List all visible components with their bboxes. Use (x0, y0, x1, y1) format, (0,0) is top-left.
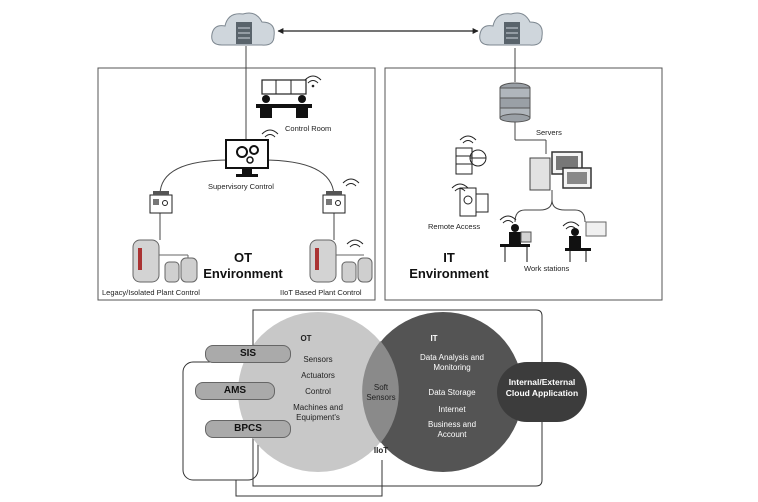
it-item-business: Business and Account (427, 420, 477, 439)
it-item-internet: Internet (438, 405, 466, 414)
ot-item-actuators: Actuators (301, 371, 335, 380)
supervisory-control-label: Supervisory Control (208, 182, 274, 191)
ot-environment-title: OT Environment (198, 250, 288, 282)
servers-icon (499, 82, 531, 123)
ams-pill: AMS (195, 382, 275, 400)
it-cloud-icon (479, 12, 543, 46)
sis-pill: SIS (205, 345, 291, 363)
plc-left-icon (149, 191, 173, 214)
soft-sensors-label: Soft Sensors (366, 383, 396, 402)
it-connectors (514, 48, 586, 223)
iiot-plant-icon (309, 239, 373, 283)
ot-circle-title: OT (300, 334, 312, 343)
cloud-application-shape (497, 362, 587, 422)
legacy-plant-label: Legacy/Isolated Plant Control (102, 288, 200, 297)
ot-item-sensors: Sensors (303, 355, 333, 364)
ot-environment-title-line2: Environment (203, 266, 283, 281)
control-room-label: Control Room (285, 124, 332, 133)
it-circle (363, 312, 523, 472)
ot-item-control: Control (305, 387, 331, 396)
it-environment-title-line2: Environment (409, 266, 489, 281)
control-room-icon (256, 75, 322, 118)
it-item-data-storage: Data Storage (428, 388, 476, 397)
venn-section (182, 309, 587, 497)
iiot-plant-label: IIoT Based Plant Control (280, 288, 362, 297)
ot-environment-title-line1: OT (233, 250, 253, 265)
desktop-computers-icon (529, 151, 592, 191)
legacy-plant-icon (132, 239, 198, 283)
it-item-data-analysis: Data Analysis and Monitoring (419, 353, 485, 372)
cloud-application-label: Internal/External Cloud Application (505, 377, 579, 398)
ot-cloud-icon (211, 12, 275, 46)
it-environment-title: IT Environment (404, 250, 494, 282)
plc-right-icon (322, 178, 360, 214)
ot-environment-box (97, 67, 376, 301)
bpcs-pill: BPCS (205, 420, 291, 438)
ot-connectors (159, 46, 335, 240)
iiot-label: IIoT (373, 446, 389, 455)
remote-access-label: Remote Access (428, 222, 481, 231)
work-stations-icon (499, 215, 607, 262)
it-circle-title: IT (430, 334, 438, 343)
it-environment-title-line1: IT (443, 250, 455, 265)
servers-label: Servers (536, 128, 562, 137)
overlap-region (362, 341, 399, 443)
supervisory-control-icon (225, 129, 279, 177)
it-environment-box (384, 67, 663, 301)
remote-access-icon (451, 135, 489, 217)
ot-item-machines: Machines and Equipment's (293, 403, 343, 422)
work-stations-label: Work stations (524, 264, 570, 273)
